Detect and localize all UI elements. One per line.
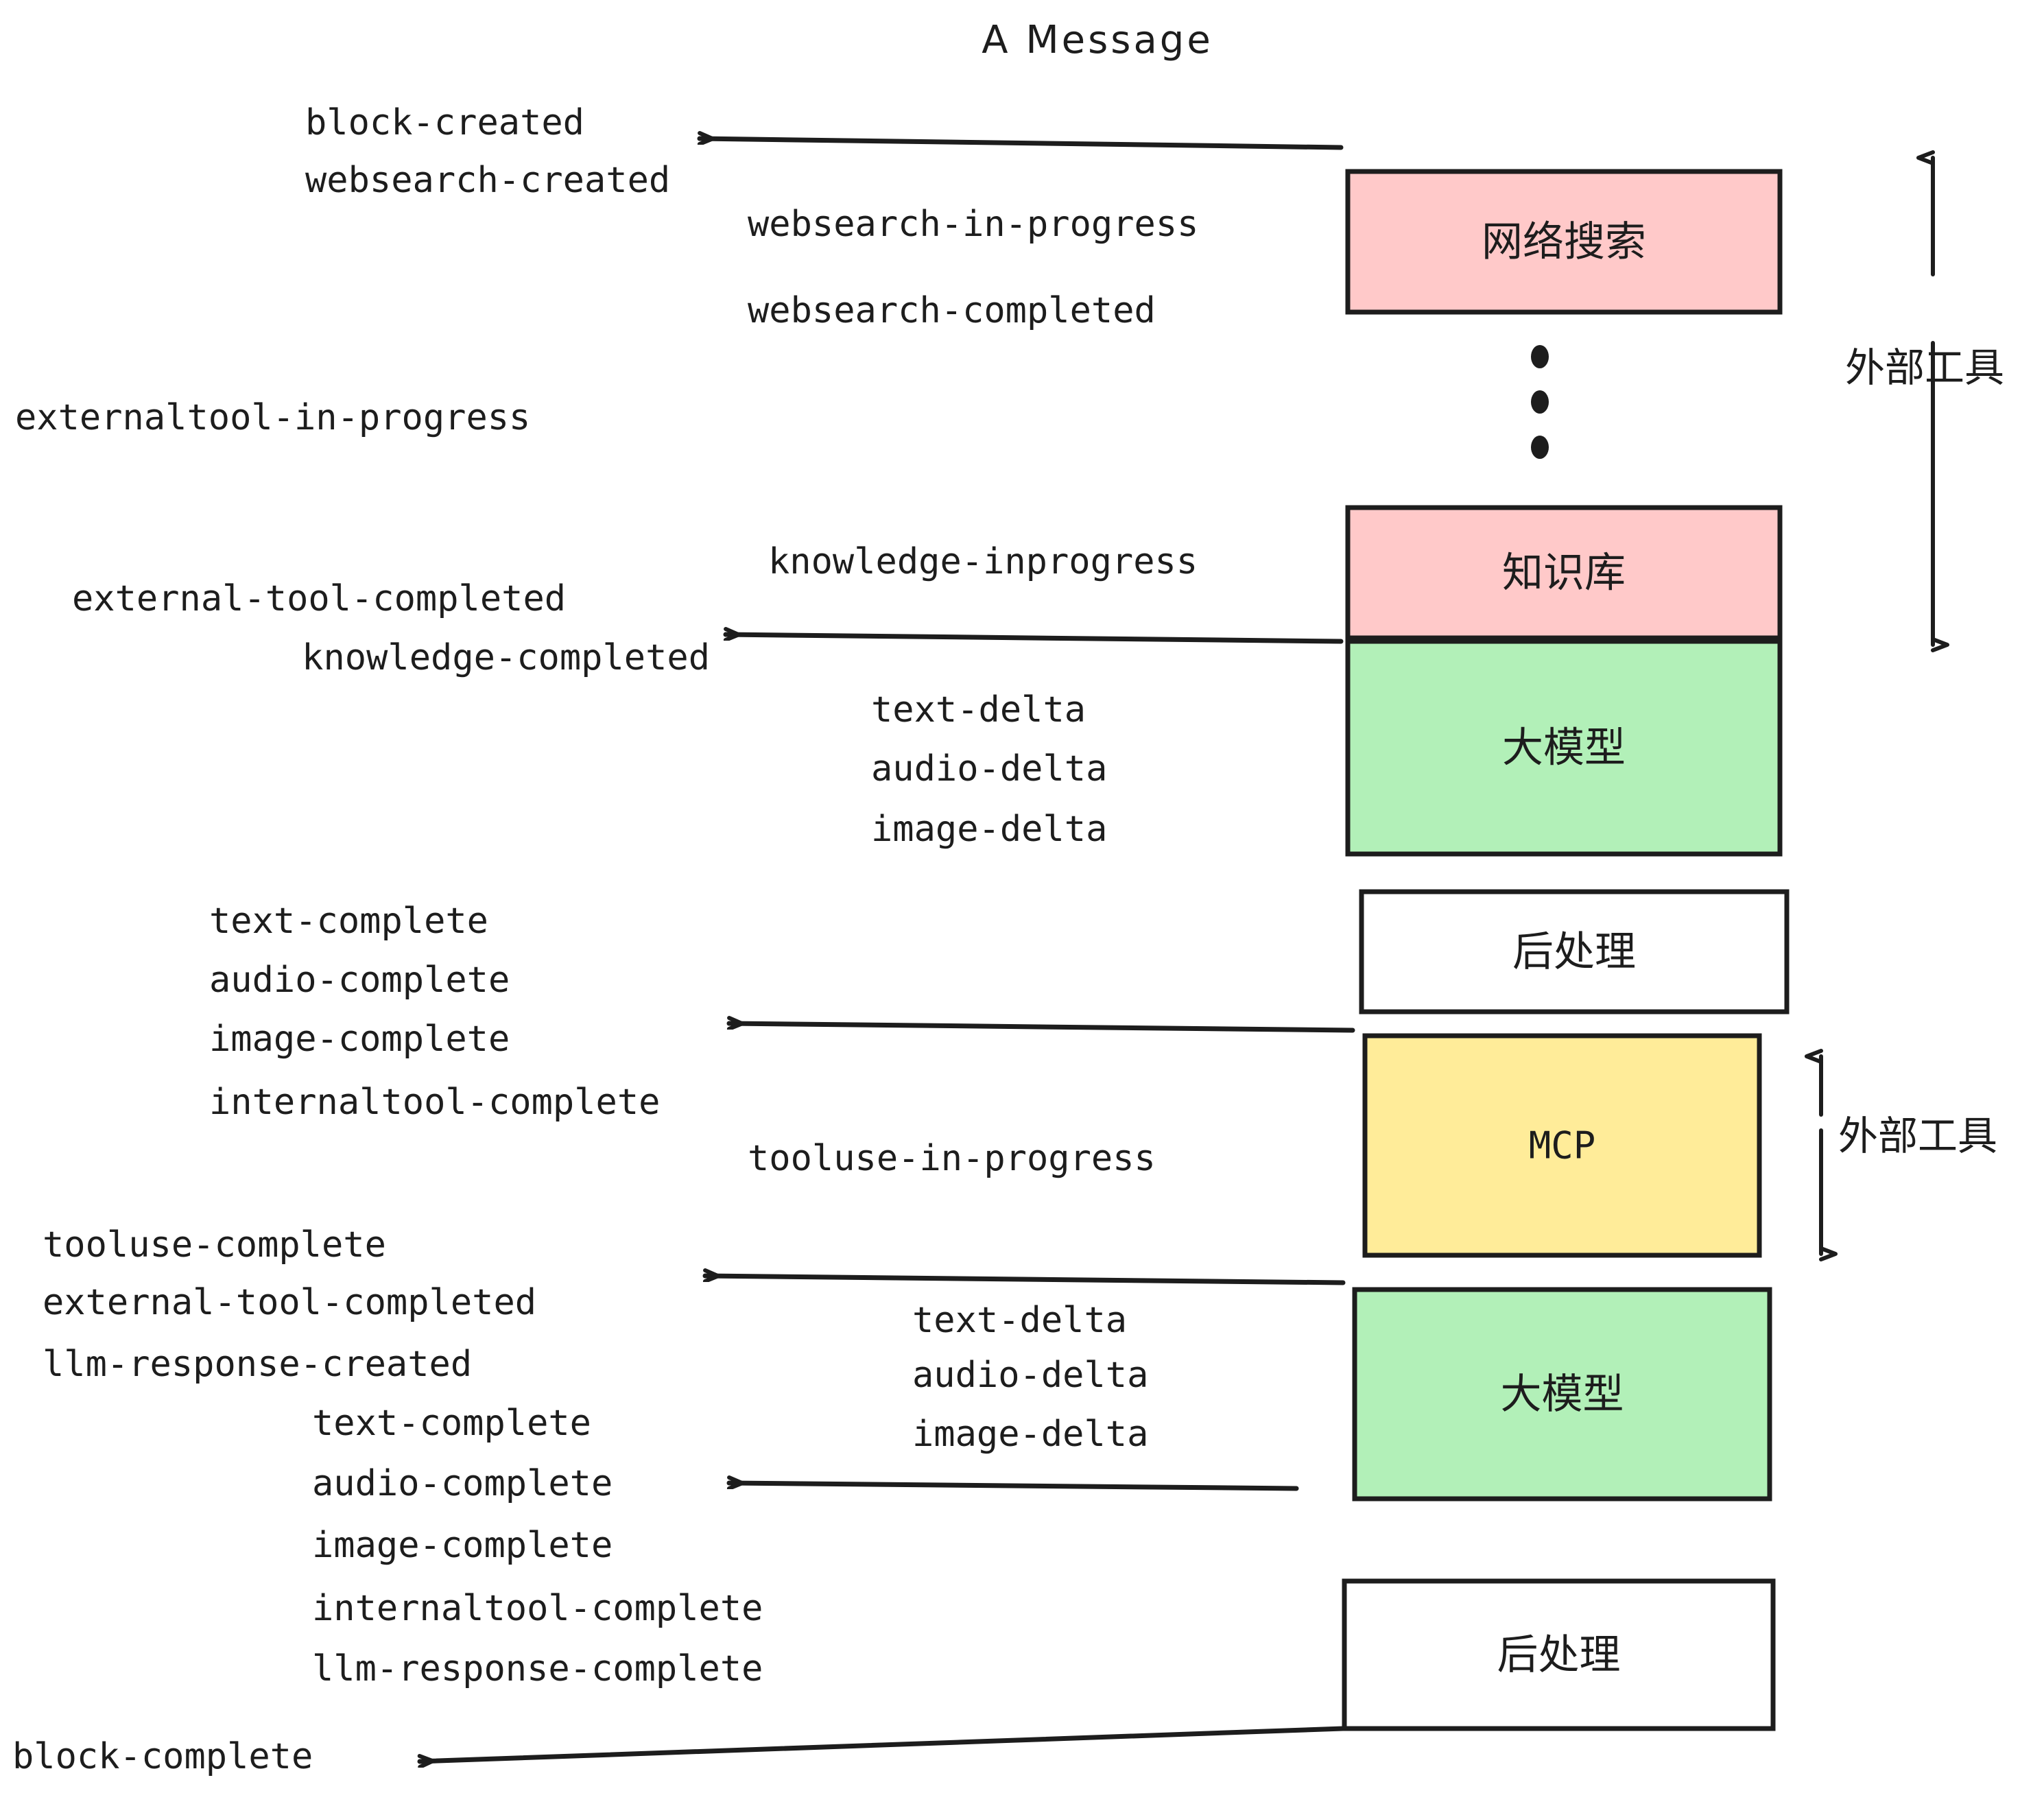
box-postprocess-2-rect — [1342, 1578, 1776, 1731]
box-postprocess-2-label: 后处理 — [1497, 1631, 1621, 1679]
box-mcp-label: MCP — [1529, 1124, 1596, 1167]
box-llm-1-rect — [1345, 639, 1783, 857]
event-externaltool-in-progress: externaltool-in-progress — [15, 397, 530, 438]
event-llm-response-complete: llm-response-complete — [312, 1648, 763, 1689]
event-websearch-completed: websearch-completed — [748, 290, 1156, 331]
event-arrows — [417, 139, 1355, 1761]
box-postprocess-1: 后处理 — [1359, 889, 1790, 1014]
ellipsis-dot-2 — [1531, 390, 1549, 414]
event-audio-delta-2: audio-delta — [912, 1355, 1148, 1396]
event-external-tool-completed-1: external-tool-completed — [72, 578, 566, 619]
event-knowledge-completed: knowledge-completed — [302, 637, 710, 678]
box-knowledge: 知识库 — [1345, 505, 1783, 641]
box-mcp-rect — [1362, 1033, 1762, 1258]
arrow-audio-complete — [726, 1483, 1299, 1491]
event-image-delta-1: image-delta — [871, 809, 1107, 850]
event-tooluse-complete: tooluse-complete — [43, 1224, 386, 1266]
box-websearch-label: 网络搜索 — [1482, 218, 1646, 266]
event-text-complete-1: text-complete — [209, 901, 488, 942]
box-llm-1: 大模型 — [1345, 639, 1783, 857]
box-postprocess-1-label: 后处理 — [1512, 928, 1636, 976]
box-websearch: 网络搜索 — [1345, 169, 1783, 315]
box-llm-2-label: 大模型 — [1501, 1370, 1624, 1419]
event-block-complete: block-complete — [12, 1736, 313, 1777]
box-knowledge-label: 知识库 — [1502, 549, 1626, 597]
event-image-delta-2: image-delta — [912, 1414, 1148, 1455]
arrow-tooluse-complete — [702, 1276, 1346, 1285]
arrow-block-created — [697, 139, 1344, 150]
event-audio-delta-1: audio-delta — [871, 748, 1107, 790]
box-llm-2-rect — [1352, 1287, 1772, 1502]
event-audio-complete-2: audio-complete — [312, 1463, 613, 1504]
event-knowledge-inprogress: knowledge-inprogress — [768, 541, 1198, 582]
group-label-external-tools-bottom: 外部工具 — [1838, 1113, 1997, 1159]
event-tooluse-in-progress: tooluse-in-progress — [748, 1138, 1156, 1179]
event-llm-response-created: llm-response-created — [43, 1344, 472, 1385]
ellipsis-dot-1 — [1531, 345, 1549, 368]
event-labels: block-created websearch-created websearch-… — [12, 102, 1198, 1777]
event-text-delta-1: text-delta — [871, 689, 1086, 731]
event-websearch-in-progress: websearch-in-progress — [748, 204, 1198, 245]
event-internaltool-complete-1: internaltool-complete — [209, 1082, 660, 1123]
box-mcp: MCP — [1362, 1033, 1762, 1258]
event-image-complete-1: image-complete — [209, 1019, 510, 1060]
event-image-complete-2: image-complete — [312, 1525, 613, 1566]
ellipsis-dot-3 — [1531, 436, 1549, 459]
arrow-knowledge-done — [723, 634, 1344, 644]
page-title: A Message — [982, 18, 1213, 62]
box-llm-1-label: 大模型 — [1502, 724, 1626, 772]
box-websearch-rect — [1345, 169, 1783, 315]
group-label-external-tools-top: 外部工具 — [1845, 344, 2004, 391]
event-text-delta-2: text-delta — [912, 1300, 1127, 1341]
arrow-block-complete — [417, 1726, 1346, 1761]
box-postprocess-1-rect — [1359, 889, 1790, 1014]
event-text-complete-2: text-complete — [312, 1403, 591, 1444]
box-llm-2: 大模型 — [1352, 1287, 1772, 1502]
group-arrows — [1821, 158, 1933, 1254]
event-websearch-created: websearch-created — [305, 160, 670, 201]
box-postprocess-2: 后处理 — [1342, 1578, 1776, 1731]
event-external-tool-completed-2: external-tool-completed — [43, 1282, 536, 1323]
box-knowledge-rect — [1345, 505, 1783, 641]
event-audio-complete-1: audio-complete — [209, 960, 510, 1001]
event-internaltool-complete-2: internaltool-complete — [312, 1588, 763, 1629]
event-block-created: block-created — [305, 102, 584, 143]
arrow-image-complete — [726, 1023, 1355, 1033]
ellipsis-dots — [1531, 345, 1549, 459]
